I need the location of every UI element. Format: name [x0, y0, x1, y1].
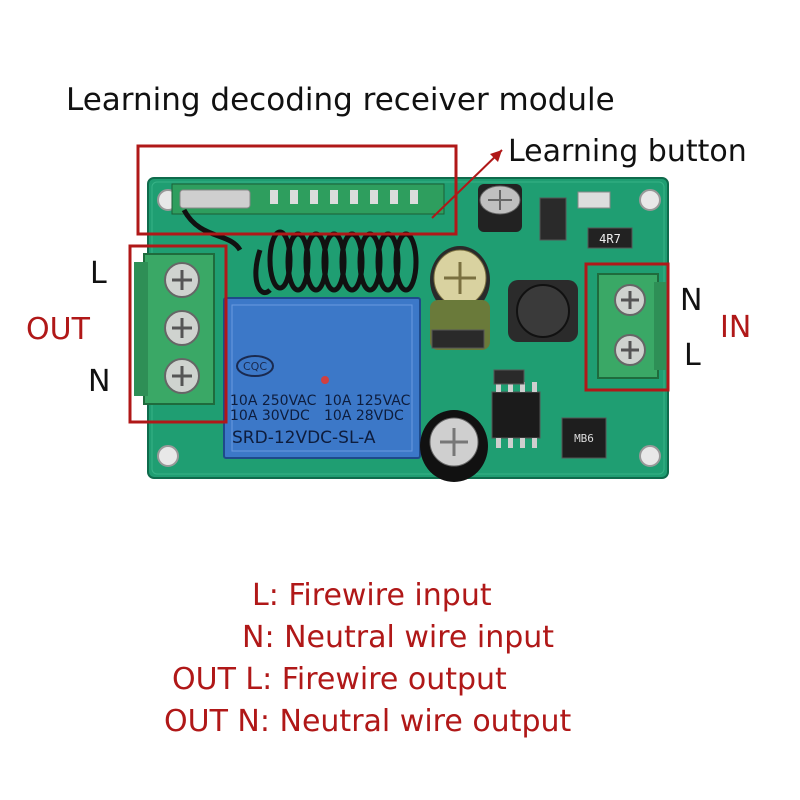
inductor: [508, 280, 578, 342]
learning-button-label: Learning button: [508, 134, 747, 169]
mounting-hole: [639, 189, 661, 211]
in-group-label: IN: [720, 310, 752, 345]
bridge-rectifier: [561, 417, 607, 459]
resistor-marking: 4R7: [599, 232, 621, 246]
input-terminal-highlight: [584, 262, 670, 392]
mounting-hole: [639, 445, 661, 467]
relay-rating-3: 10A 30VDC: [230, 408, 310, 424]
receiver-module-highlight: [136, 144, 458, 236]
mounting-hole: [157, 445, 179, 467]
legend-line-l: L: Firewire input: [252, 578, 492, 613]
relay-model: SRD-12VDC-SL-A: [232, 428, 376, 448]
output-terminal-highlight: [128, 244, 228, 424]
ic-chip: [491, 382, 541, 448]
smd-component: [431, 329, 485, 349]
relay-brand: CQC: [243, 360, 267, 373]
rectifier-marking: MB6: [574, 432, 594, 445]
capacitor-bottom: [420, 410, 488, 482]
smd-component: [493, 369, 525, 385]
smd-component: [577, 191, 611, 209]
legend-line-out-l: OUT L: Firewire output: [172, 662, 507, 697]
relay: [223, 297, 421, 459]
relay-rating-2: 10A 125VAC: [324, 393, 411, 409]
relay-rating-4: 10A 28VDC: [324, 408, 404, 424]
diode: [539, 197, 567, 241]
in-n-label: N: [680, 283, 703, 318]
smd-resistor: [587, 227, 633, 249]
output-terminal-block: [134, 253, 215, 405]
learning-button-arrow: [431, 149, 503, 219]
out-group-label: OUT: [26, 312, 90, 347]
out-l-label: L: [90, 256, 107, 291]
in-l-label: L: [684, 338, 701, 373]
capacitor-small: [478, 184, 522, 232]
out-n-label: N: [88, 364, 111, 399]
relay-rating-1: 10A 250VAC: [230, 393, 317, 409]
legend-line-out-n: OUT N: Neutral wire output: [164, 704, 572, 739]
input-terminal-block: [597, 273, 666, 379]
module-title: Learning decoding receiver module: [66, 82, 615, 118]
legend-line-n: N: Neutral wire input: [242, 620, 555, 655]
